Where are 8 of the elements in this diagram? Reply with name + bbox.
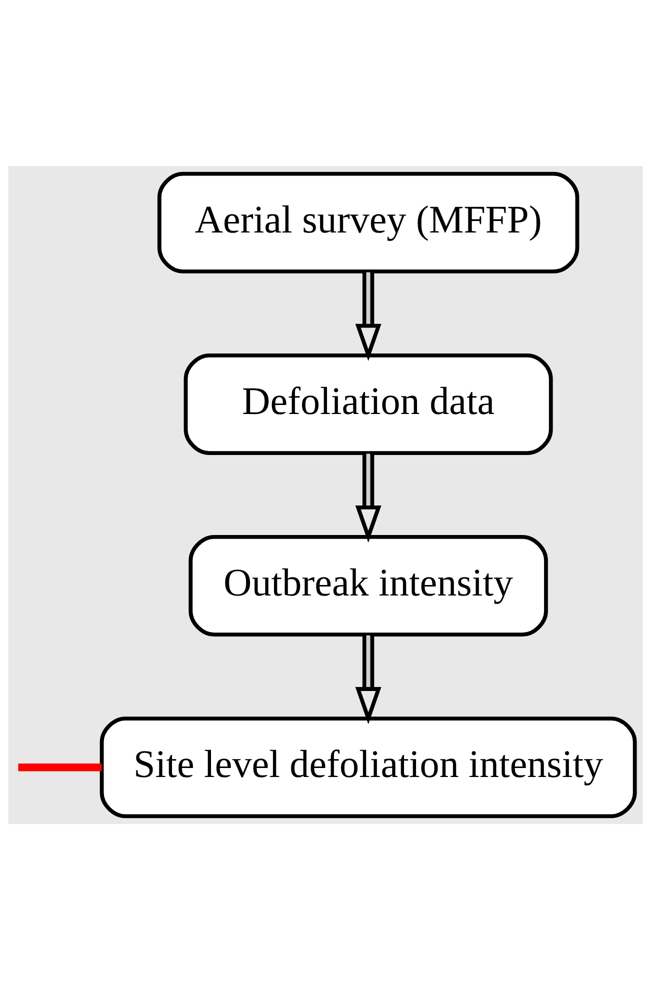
arrow — [355, 272, 382, 362]
node-box: Aerial survey (MFFP) — [157, 172, 580, 274]
arrow — [355, 635, 382, 724]
node-box: Outbreak intensity — [188, 535, 548, 637]
arrow — [355, 454, 382, 543]
node-box: Site level defoliation intensity — [100, 716, 637, 818]
connector — [18, 763, 102, 772]
node-box: Defoliation data — [184, 353, 553, 455]
